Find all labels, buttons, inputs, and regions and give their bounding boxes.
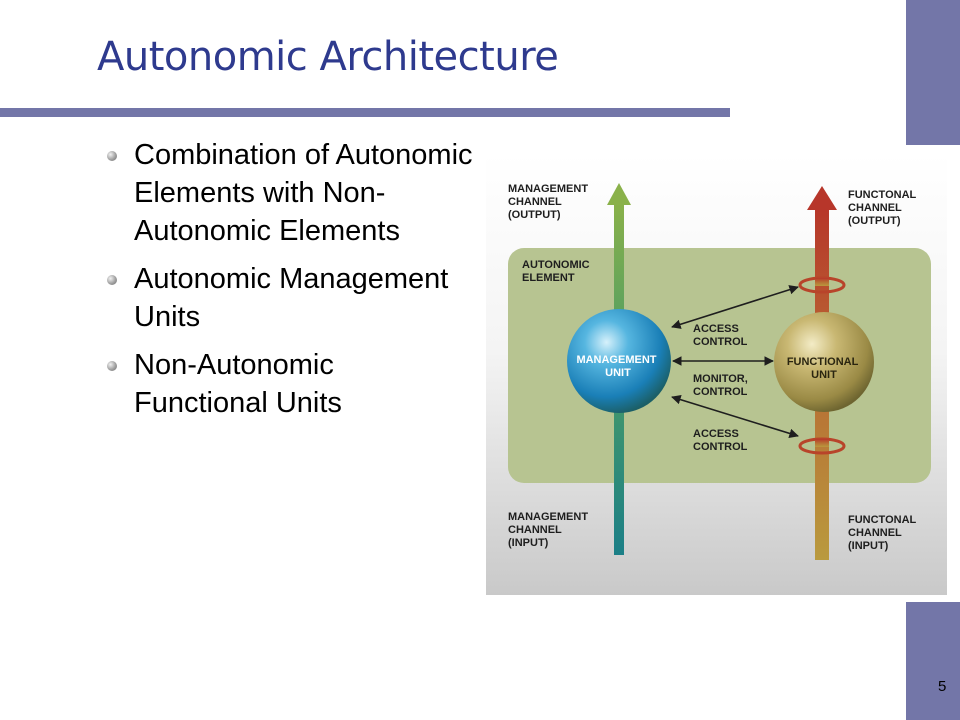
architecture-diagram: MANAGEMENT CHANNEL (OUTPUT) FUNCTONAL CH… [486,153,947,595]
bullet-item: Combination of Autonomic Elements with N… [105,136,475,250]
management-channel-output-label: MANAGEMENT CHANNEL (OUTPUT) [508,183,591,221]
bullet-text: Combination of Autonomic Elements with N… [134,139,473,247]
functional-channel-output-label: FUNCTONAL CHANNEL (OUTPUT) [848,189,919,227]
page-number: 5 [938,678,947,695]
management-channel-input-label: MANAGEMENT CHANNEL (INPUT) [508,511,591,549]
bullet-item: Non-Autonomic Functional Units [105,346,475,422]
architecture-diagram-svg: MANAGEMENT CHANNEL (OUTPUT) FUNCTONAL CH… [486,153,947,595]
functional-channel-input-label: FUNCTONAL CHANNEL (INPUT) [848,514,919,552]
management-unit-label: MANAGEMENT UNIT [576,354,659,379]
monitor-control-label: MONITOR, CONTROL [693,373,751,398]
access-control-bottom-label: ACCESS CONTROL [693,428,748,453]
bullet-icon [107,275,117,285]
management-unit-sphere [567,309,671,413]
bullet-text: Non-Autonomic Functional Units [134,349,342,419]
functional-unit-sphere [774,312,874,412]
bullet-text: Autonomic Management Units [134,263,449,333]
title-divider [0,108,730,117]
access-control-top-arrow [671,285,799,329]
access-control-bottom-arrow [671,394,799,439]
autonomic-element-label: AUTONOMIC ELEMENT [522,259,593,284]
slide-title: Autonomic Architecture [97,34,559,80]
bullet-icon [107,151,117,161]
bullet-list: Combination of Autonomic Elements with N… [105,136,475,432]
functional-unit-label: FUNCTIONAL UNIT [787,356,861,381]
bullet-item: Autonomic Management Units [105,260,475,336]
access-control-top-label: ACCESS CONTROL [693,323,748,348]
side-bar-bottom [906,602,960,720]
bullet-icon [107,361,117,371]
side-bar-top [906,0,960,145]
